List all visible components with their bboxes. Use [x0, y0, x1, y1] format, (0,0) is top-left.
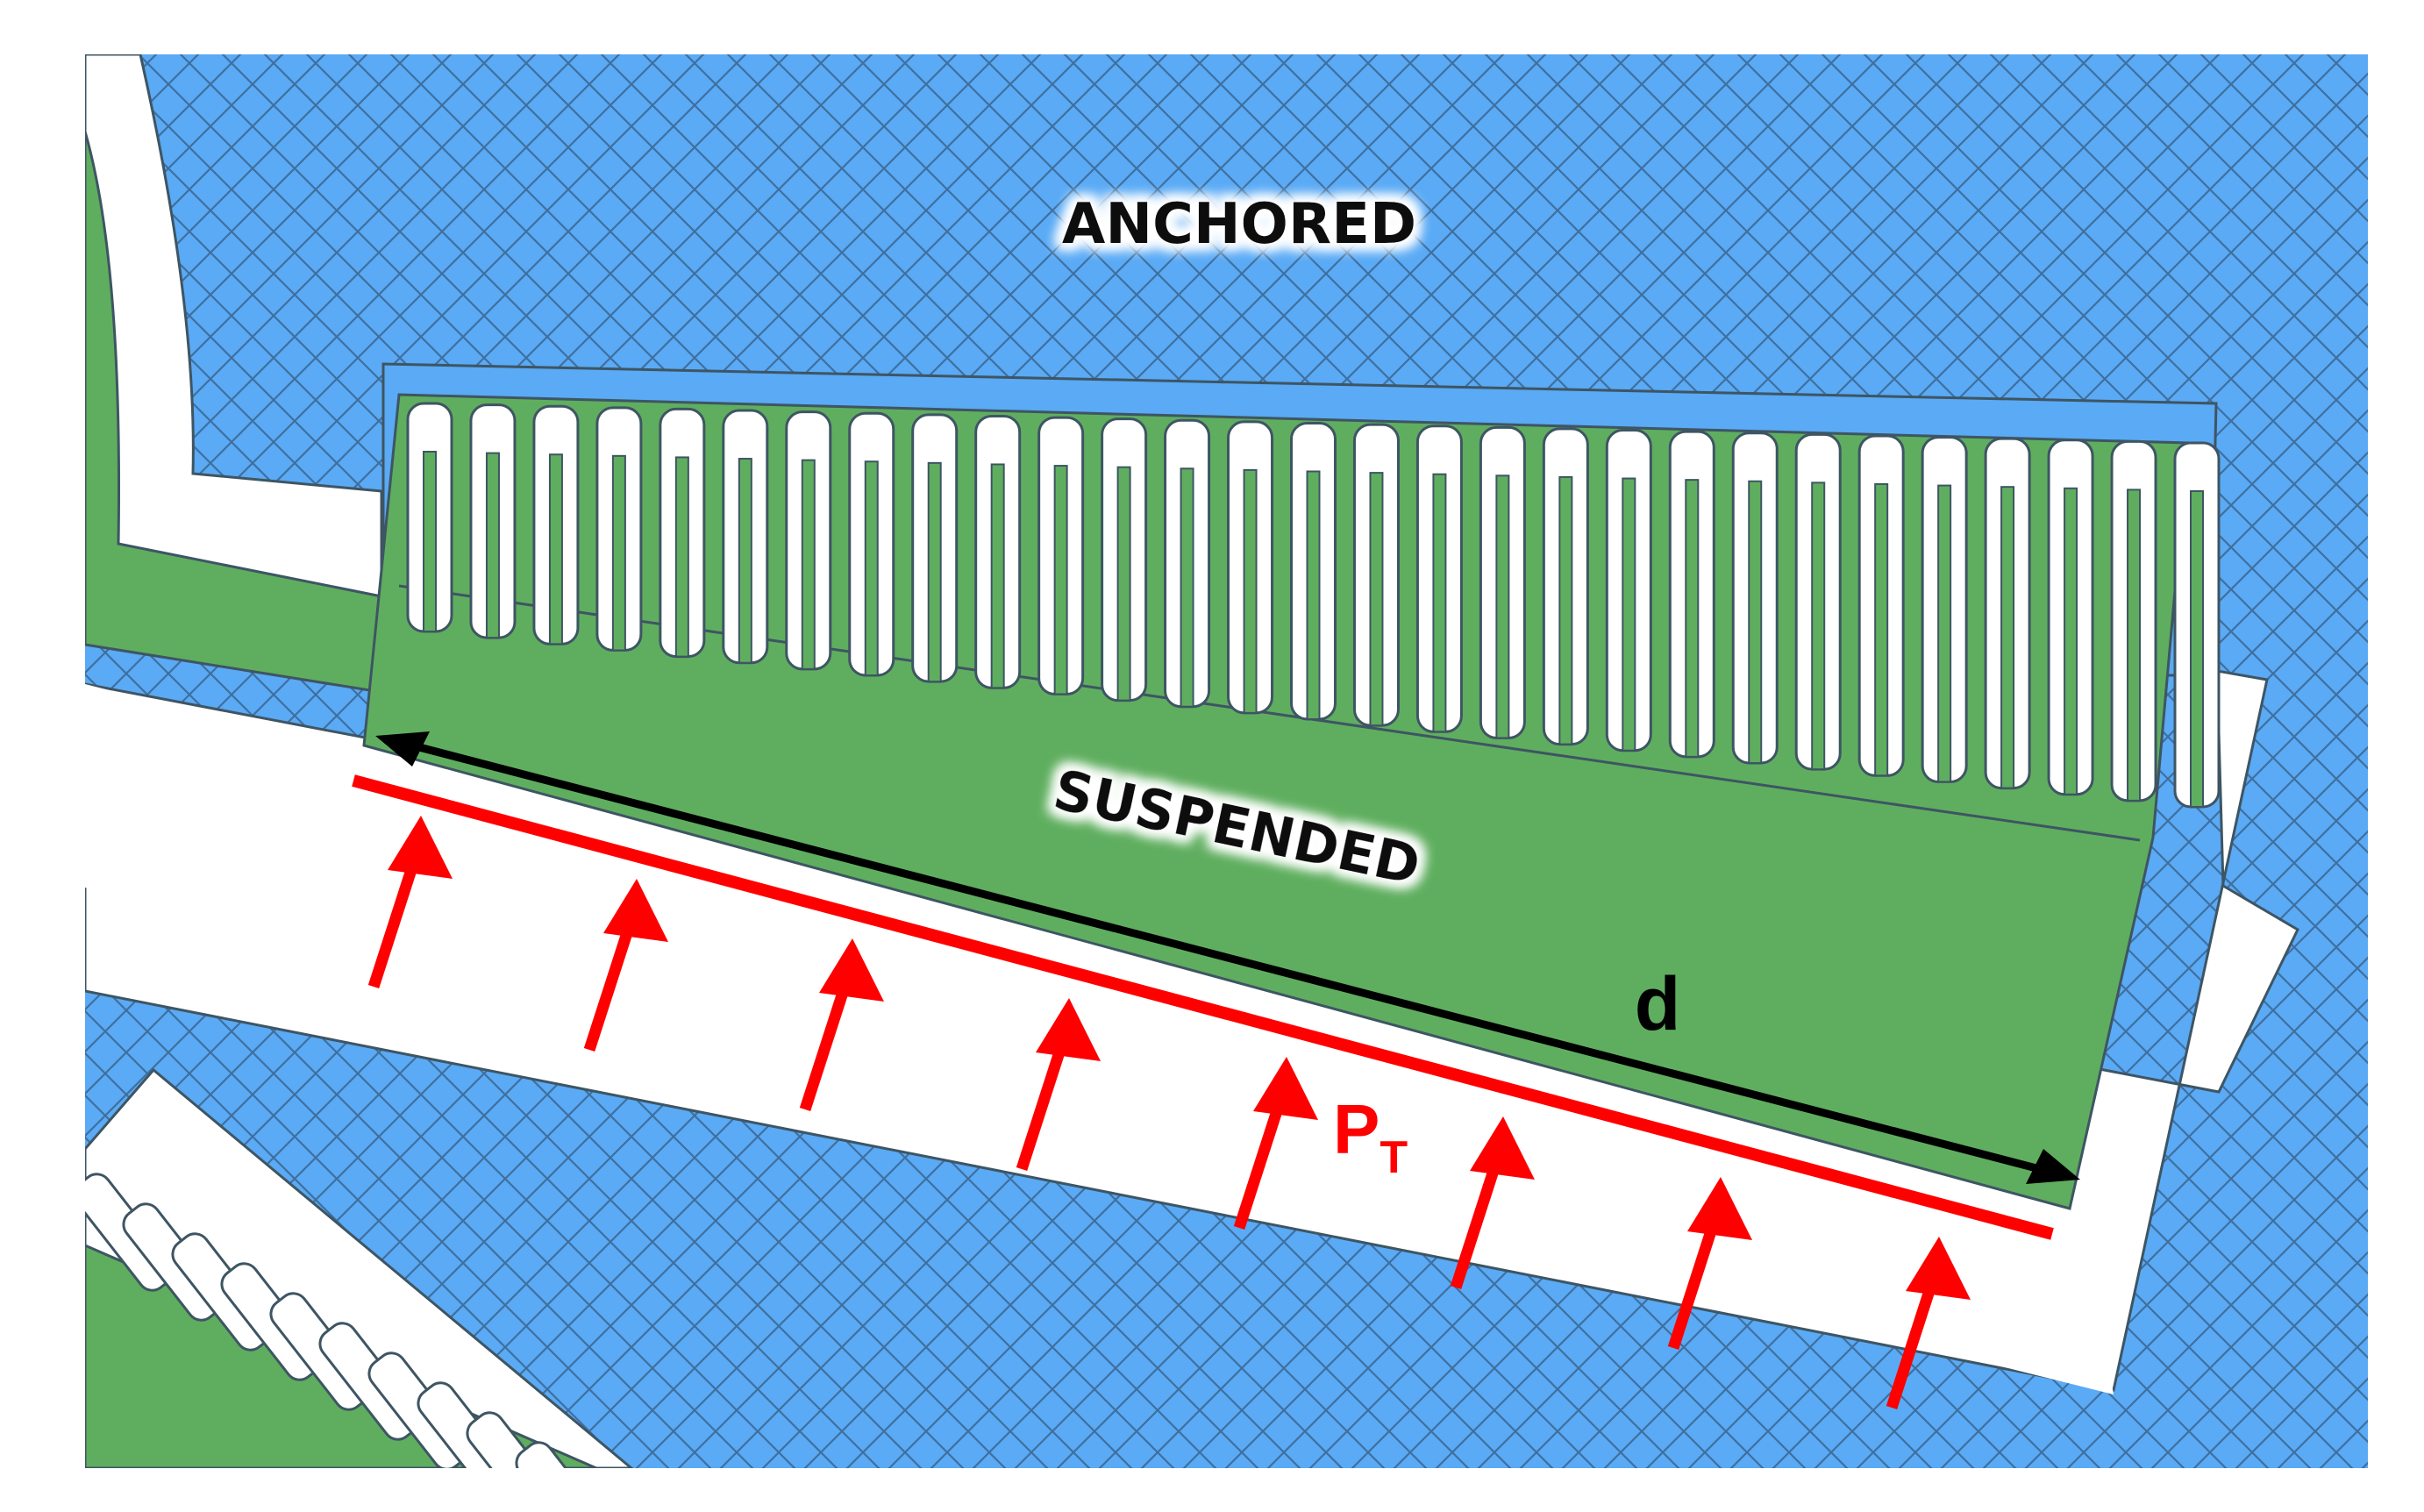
- comb-finger: [1558, 475, 1573, 745]
- comb-finger: [611, 454, 626, 652]
- pressure-arrowhead: [1470, 1116, 1535, 1180]
- pressure-arrow-shaft: [1016, 1031, 1072, 1171]
- pressure-arrowhead: [388, 816, 453, 879]
- dimension-arrowhead-left: [375, 731, 430, 767]
- comb-finger: [548, 453, 563, 645]
- comb-finger: [1432, 473, 1447, 733]
- comb-finger: [674, 456, 689, 658]
- comb-finger: [1811, 481, 1826, 771]
- pressure-arrow-shaft: [1450, 1150, 1506, 1289]
- pressure-label-subscript: T: [1380, 1132, 1408, 1183]
- comb-finger: [738, 458, 752, 664]
- comb-finger: [1495, 474, 1510, 739]
- pressure-arrowhead: [1253, 1057, 1318, 1120]
- pressure-arrowhead: [1906, 1237, 1971, 1300]
- pressure-arrowhead: [819, 938, 884, 1002]
- comb-finger: [1180, 467, 1194, 708]
- image-frame: [85, 54, 2368, 1468]
- left-spring-gap: [85, 54, 383, 616]
- pressure-label-main: P: [1333, 1090, 1380, 1168]
- pressure-arrow-shaft: [1667, 1210, 1723, 1350]
- pressure-arrowhead: [603, 879, 668, 942]
- comb-finger: [1369, 472, 1384, 727]
- comb-finger: [1622, 477, 1636, 752]
- pressure-arrows: [367, 816, 1971, 1409]
- comb-fingers: [406, 402, 2221, 809]
- comb-finger: [1874, 482, 1889, 777]
- pressure-arrowhead: [1687, 1177, 1752, 1240]
- comb-finger: [485, 452, 500, 639]
- comb-finger: [1685, 479, 1700, 758]
- pressure-line: [352, 774, 2054, 1240]
- lower-comb-slot: [515, 1441, 618, 1468]
- comb-finger: [864, 460, 879, 676]
- comb-finger: [423, 451, 437, 632]
- comb-finger: [1053, 465, 1068, 695]
- release-gap-lower: [85, 684, 2114, 1394]
- comb-finger: [2064, 487, 2078, 795]
- distance-label: d: [1635, 962, 1681, 1046]
- comb-finger: [2190, 490, 2204, 808]
- comb-finger: [1748, 480, 1763, 764]
- comb-finger: [2000, 486, 2015, 789]
- anchored-label: ANCHORED: [1062, 192, 1416, 257]
- pressure-arrow-shaft: [1233, 1090, 1289, 1230]
- pressure-arrow-shaft: [583, 912, 639, 1052]
- comb-finger: [1937, 484, 1952, 783]
- pressure-arrow-shaft: [1886, 1270, 1942, 1409]
- comb-finger: [2127, 489, 2142, 802]
- pressure-arrowhead: [1036, 998, 1101, 1061]
- comb-finger: [1116, 466, 1131, 702]
- lower-comb-structure: [85, 1067, 634, 1468]
- comb-finger: [927, 461, 942, 683]
- pressure-arrow-shaft: [799, 972, 855, 1111]
- pressure-label: PT: [1333, 1090, 1408, 1183]
- left-spring: [85, 131, 388, 695]
- comb-finger: [1306, 470, 1321, 720]
- comb-finger: [990, 463, 1005, 689]
- comb-finger: [1243, 468, 1258, 714]
- dimension-arrow: [375, 731, 2080, 1184]
- dimension-arrowhead-right: [2026, 1149, 2080, 1184]
- comb-finger: [801, 459, 816, 670]
- pressure-arrow-shaft: [367, 849, 424, 988]
